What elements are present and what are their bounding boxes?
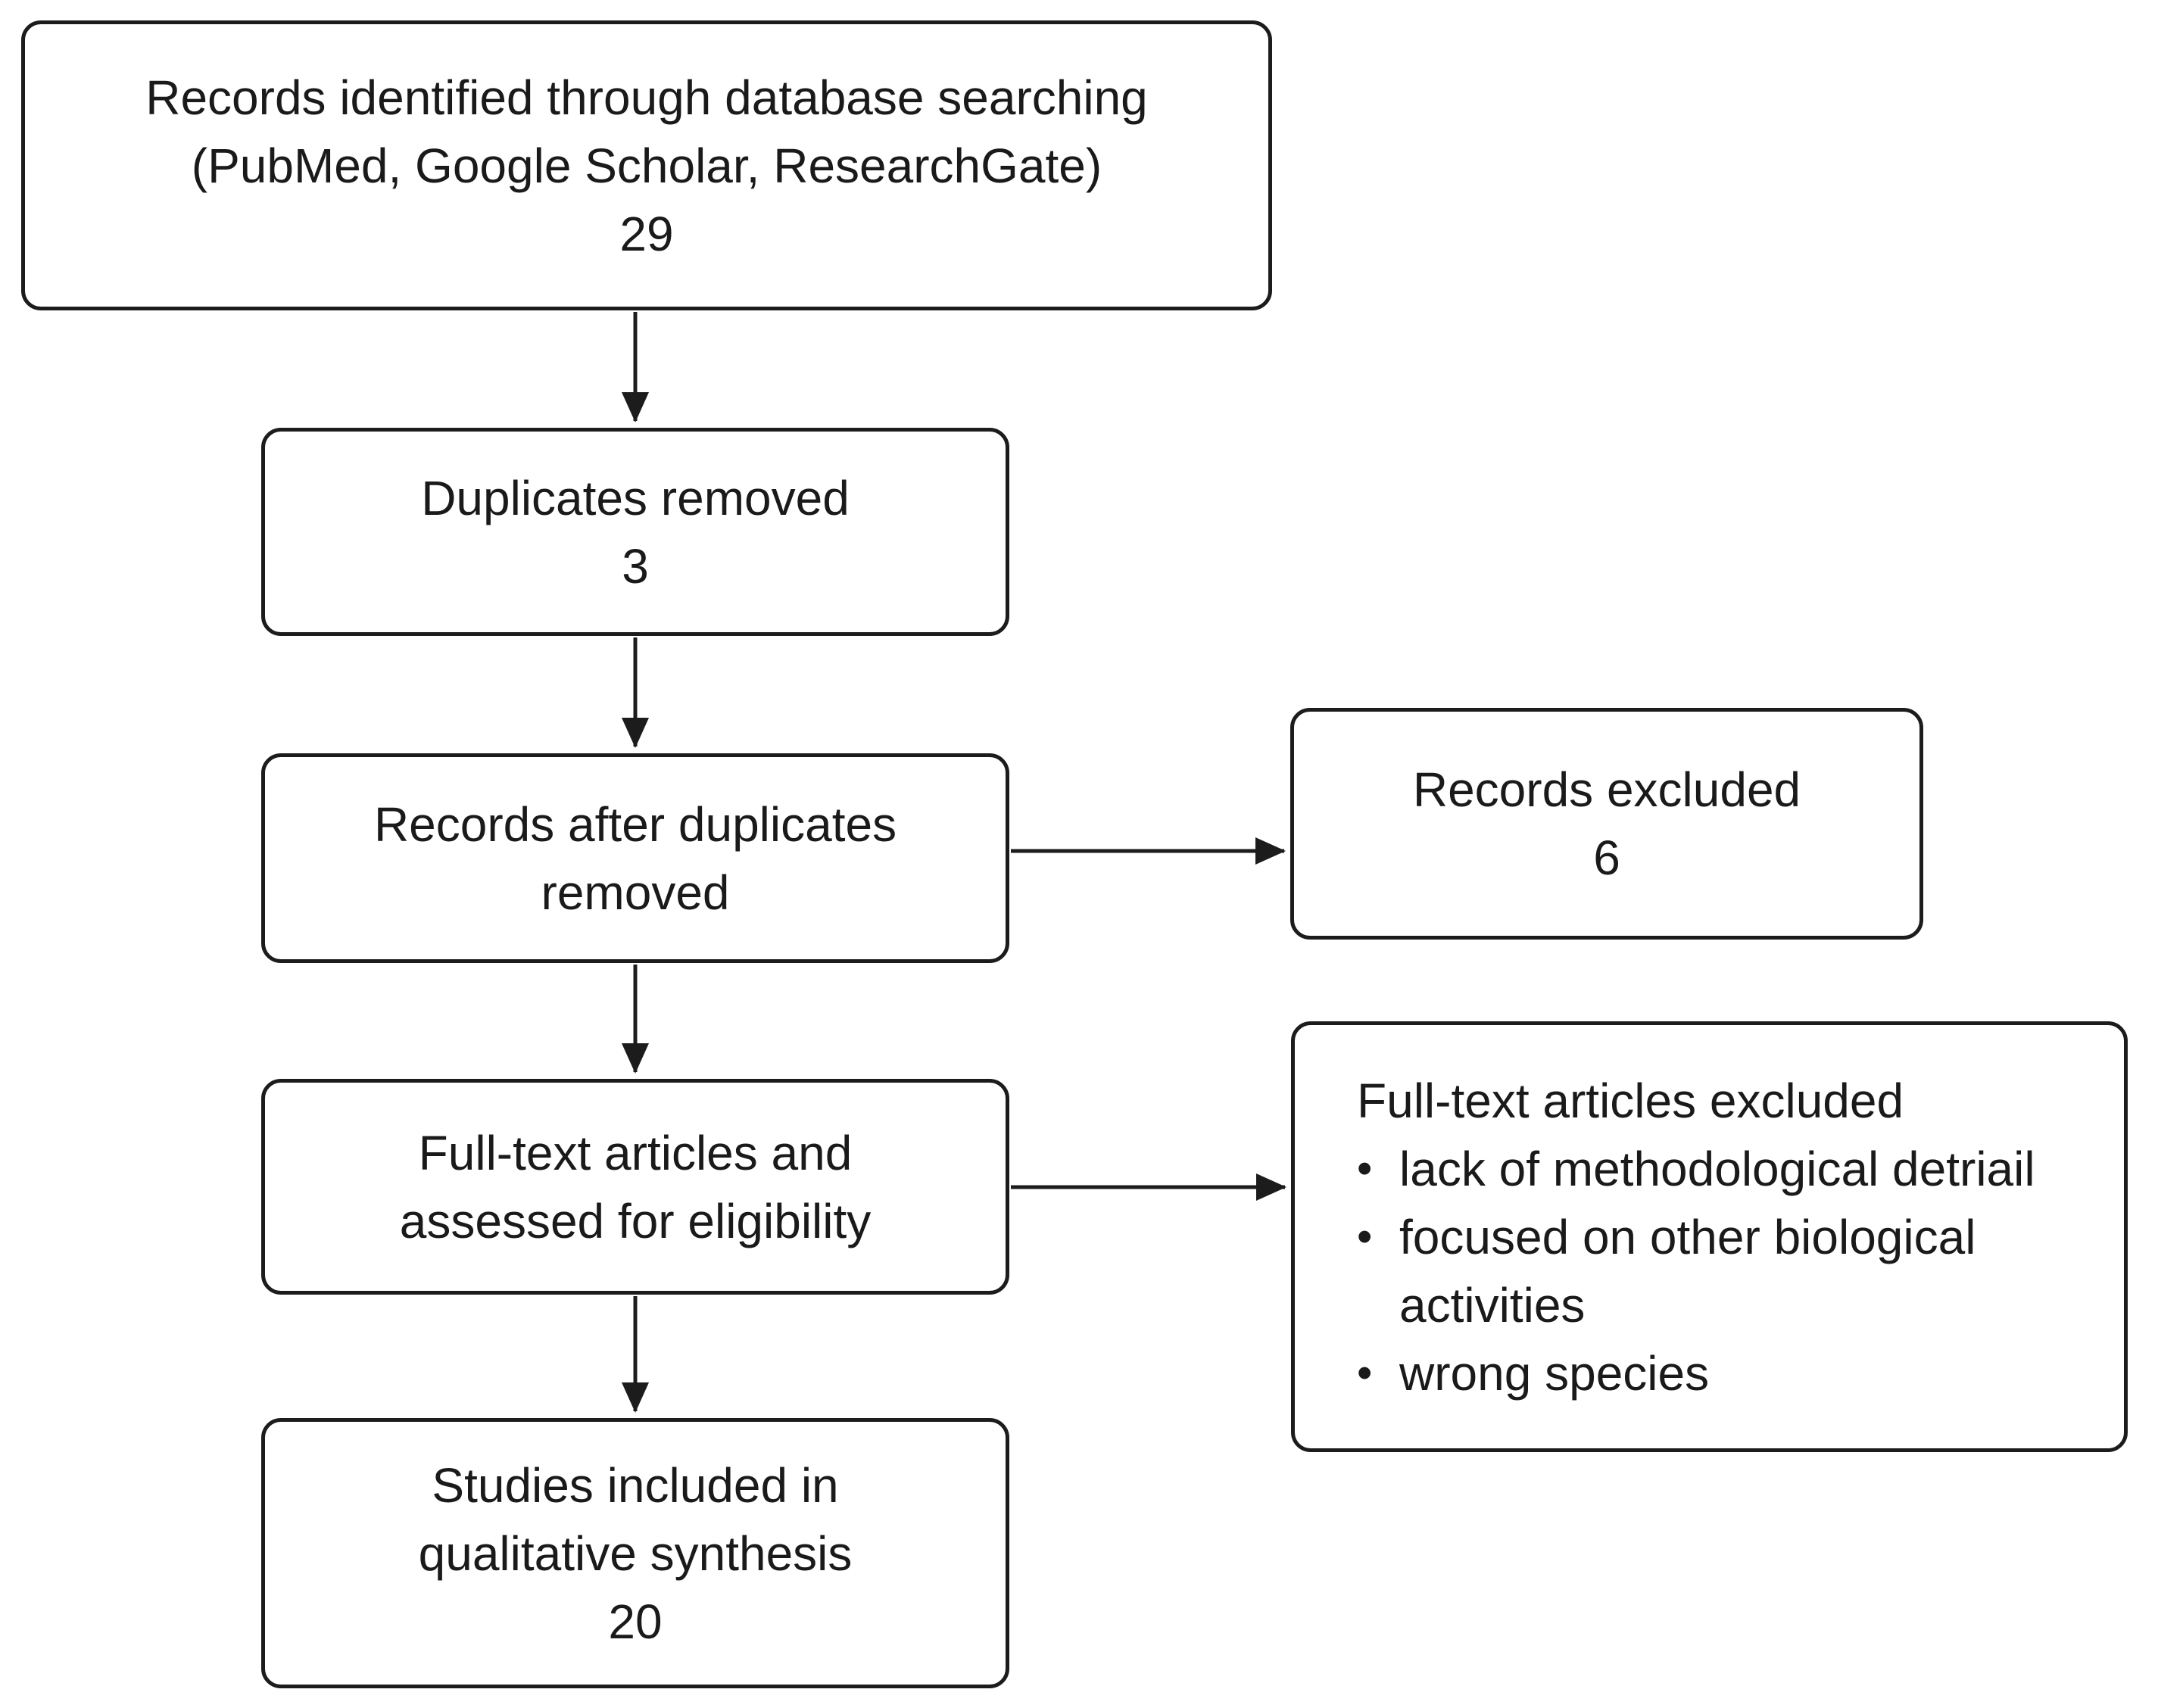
bullet-text: focused on other biological activities bbox=[1399, 1209, 1976, 1332]
box-duplicates-removed: Duplicates removed 3 bbox=[261, 428, 1009, 636]
list-item: • focused on other biological activities bbox=[1357, 1203, 2097, 1339]
box-records-after-duplicates: Records after duplicates removed bbox=[261, 753, 1009, 963]
box-text-line: Duplicates removed bbox=[421, 470, 850, 525]
bullet-icon: • bbox=[1357, 1143, 1373, 1193]
bullet-icon: • bbox=[1357, 1211, 1373, 1261]
box-text-line: Records after duplicates bbox=[373, 796, 897, 852]
box-fulltext-assessed: Full-text articles and assessed for elig… bbox=[261, 1079, 1009, 1295]
box-text-line: Records excluded bbox=[1412, 762, 1801, 817]
box-records-excluded: Records excluded 6 bbox=[1290, 708, 1923, 940]
count-value: 6 bbox=[1593, 831, 1620, 885]
box-text-line: Studies included in bbox=[432, 1457, 839, 1513]
box-text-line: assessed for eligibility bbox=[399, 1193, 872, 1248]
box-studies-included: Studies included in qualitative synthesi… bbox=[261, 1418, 1009, 1688]
box-fulltext-excluded: Full-text articles excluded • lack of me… bbox=[1291, 1021, 2128, 1452]
bullet-text: wrong species bbox=[1399, 1345, 1710, 1401]
count-value: 20 bbox=[608, 1594, 663, 1649]
bullet-text: lack of methodological detriail bbox=[1399, 1141, 2035, 1196]
count-value: 3 bbox=[622, 538, 649, 594]
box-text-line: Full-text articles and bbox=[418, 1125, 853, 1180]
box-text-line: removed bbox=[541, 865, 730, 920]
list-item: • wrong species bbox=[1357, 1339, 2097, 1407]
box-text-line: Records identified through database sear… bbox=[145, 70, 1148, 125]
count-value: 29 bbox=[619, 206, 674, 261]
box-text-line: (PubMed, Google Scholar, ResearchGate) bbox=[191, 138, 1102, 193]
bullet-icon: • bbox=[1357, 1348, 1373, 1398]
list-item: • lack of methodological detriail bbox=[1357, 1135, 2097, 1203]
box-text-line: qualitative synthesis bbox=[418, 1526, 853, 1581]
box-title: Full-text articles excluded bbox=[1357, 1073, 1904, 1128]
box-records-identified: Records identified through database sear… bbox=[21, 20, 1272, 310]
